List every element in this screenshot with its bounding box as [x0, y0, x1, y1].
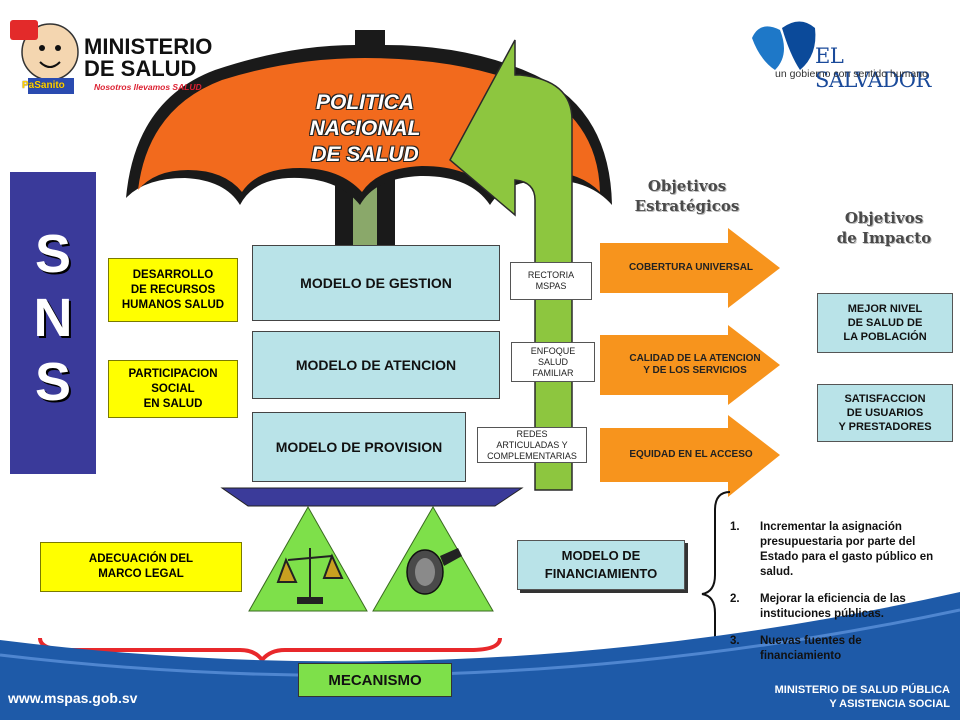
- list-item: 3. Nuevas fuentes de financiamiento: [730, 634, 935, 664]
- box-marco-legal: ADECUACIÓN DEL MARCO LEGAL: [40, 542, 242, 592]
- navy-trapezoid: [220, 487, 524, 507]
- sns-letter-s2: S: [34, 352, 72, 412]
- box-recursos-humanos: DESARROLLO DE RECURSOS HUMANOS SALUD: [108, 258, 238, 322]
- list-number: 1.: [730, 521, 740, 533]
- sns-letters: S N S: [10, 222, 96, 414]
- box-rectoria: RECTORIA MSPAS: [510, 262, 592, 300]
- footer-ministry: MINISTERIO DE SALUD PÚBLICA Y ASISTENCIA…: [774, 684, 950, 710]
- scale-icon: [276, 548, 344, 604]
- sns-letter-s1: S: [34, 224, 72, 284]
- ministerio-title: MINISTERIO DE SALUD: [84, 36, 212, 80]
- box-modelo-financiamiento: MODELO DE FINANCIAMIENTO: [517, 540, 685, 590]
- sns-letter-n: N: [33, 288, 73, 348]
- ministerio-line1: MINISTERIO: [84, 34, 213, 59]
- arrow-calidad: [600, 325, 780, 405]
- list-item: 2. Mejorar la eficiencia de las instituc…: [730, 592, 935, 622]
- elsalvador-tagline: un gobierno con sentido humano: [775, 68, 928, 80]
- box-participacion-social: PARTICIPACION SOCIAL EN SALUD: [108, 360, 238, 418]
- footer-bar: [0, 592, 960, 720]
- box-mejor-nivel-salud: MEJOR NIVEL DE SALUD DE LA POBLACIÓN: [817, 293, 953, 353]
- heading-objetivos-estrategicos: Objetivos Estratégicos: [634, 177, 740, 215]
- list-text: Nuevas fuentes de financiamiento: [760, 635, 862, 662]
- label-calidad: CALIDAD DE LA ATENCION Y DE LOS SERVICIO…: [629, 353, 761, 376]
- list-text: Incrementar la asignación presupuestaria…: [760, 521, 934, 578]
- elsalvador-title: EL SALVADOR: [815, 44, 931, 92]
- umbrella-title: POLITICA NACIONAL DE SALUD: [309, 91, 421, 166]
- sns-panel: [10, 172, 96, 474]
- list-number: 3.: [730, 635, 740, 647]
- box-satisfaccion-usuarios: SATISFACCION DE USUARIOS Y PRESTADORES: [817, 384, 953, 442]
- arrow-equidad: [600, 415, 780, 497]
- list-number: 2.: [730, 593, 740, 605]
- arrow-cobertura: [600, 228, 780, 308]
- ministerio-line2: DE SALUD: [84, 56, 197, 81]
- label-cobertura: COBERTURA UNIVERSAL: [628, 262, 754, 273]
- box-modelo-gestion: MODELO DE GESTION: [252, 245, 500, 321]
- box-enfoque-familiar: ENFOQUE SALUD FAMILIAR: [511, 342, 595, 382]
- heading-objetivos-impacto: Objetivos de Impacto: [836, 209, 932, 247]
- footer-url[interactable]: www.mspas.gob.sv: [8, 690, 138, 706]
- mascot-name: PaSanito: [22, 80, 65, 91]
- list-item: 1. Incrementar la asignación presupuesta…: [730, 520, 935, 580]
- finance-icon: [406, 548, 462, 595]
- label-equidad: EQUIDAD EN EL ACCESO: [629, 449, 753, 460]
- ministerio-tagline: Nosotros llevamos SALUD: [94, 82, 202, 92]
- box-modelo-atencion: MODELO DE ATENCION: [252, 331, 500, 399]
- elsalvador-logo: [752, 21, 816, 70]
- box-modelo-provision: MODELO DE PROVISION: [252, 412, 466, 482]
- financing-list: 1. Incrementar la asignación presupuesta…: [730, 520, 935, 676]
- box-redes: REDES ARTICULADAS Y COMPLEMENTARIAS: [477, 427, 587, 463]
- list-text: Mejorar la eficiencia de las institucion…: [760, 593, 906, 620]
- ministerio-logo: [10, 20, 79, 94]
- box-mecanismo: MECANISMO: [298, 663, 452, 697]
